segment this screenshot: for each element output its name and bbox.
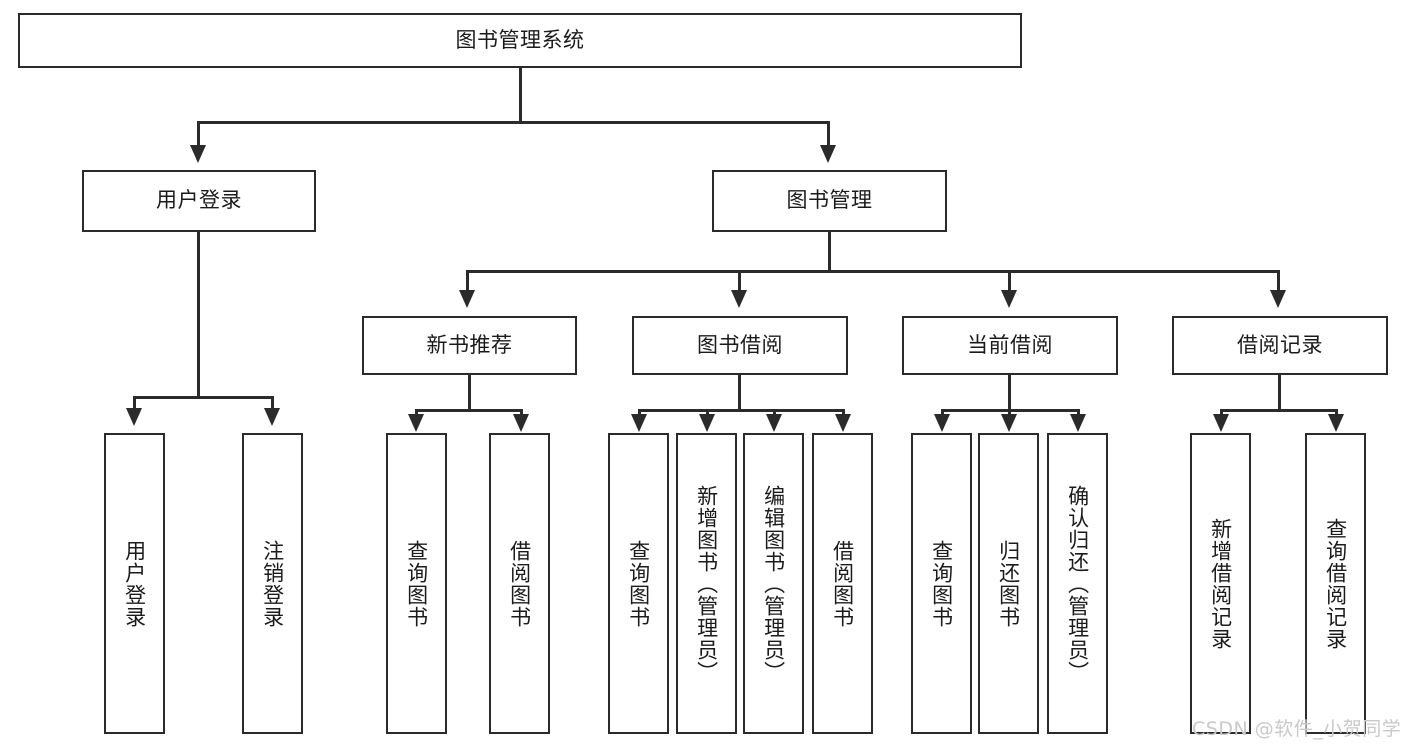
edge-drop-user-login <box>197 121 200 147</box>
csdn-watermark: CSDN @软件_小贺同学 <box>1192 718 1402 740</box>
edge-user-login-drop-2 <box>271 396 274 410</box>
leaf-logout[interactable]: 注销登录 <box>242 433 303 734</box>
edge-current-borrow-drop-1 <box>941 409 944 417</box>
edge-book-borrow-drop-2 <box>706 409 709 417</box>
node-label: 新书推荐 <box>426 332 513 357</box>
node-new-book-recommend[interactable]: 新书推荐 <box>362 316 577 375</box>
node-label: 借阅图书 <box>507 539 532 628</box>
edge-new-book-stem <box>468 375 471 411</box>
arrowhead-leaf-logout <box>264 408 280 426</box>
node-current-borrow[interactable]: 当前借阅 <box>902 316 1118 375</box>
edge-root-bus <box>197 121 830 124</box>
arrowhead-leaf-query-book-1 <box>408 414 424 432</box>
node-label: 查询图书 <box>404 539 429 628</box>
node-borrow-record[interactable]: 借阅记录 <box>1172 316 1388 375</box>
node-user-login[interactable]: 用户登录 <box>82 170 316 232</box>
edge-user-login-bus <box>133 396 274 399</box>
leaf-edit-book[interactable]: 编辑图书（管理员） <box>743 433 804 734</box>
node-book-manage[interactable]: 图书管理 <box>712 170 947 232</box>
arrowhead-leaf-add-record <box>1213 414 1229 432</box>
edge-current-borrow-stem <box>1008 375 1011 411</box>
node-label: 新增借阅记录 <box>1208 517 1233 650</box>
edge-new-book-drop-1 <box>415 409 418 417</box>
arrowhead-leaf-edit-book <box>766 414 782 432</box>
arrowhead-leaf-query-book-2 <box>631 414 647 432</box>
leaf-add-book[interactable]: 新增图书（管理员） <box>676 433 737 734</box>
arrowhead-leaf-user-login <box>126 408 142 426</box>
edge-book-manage-stem <box>828 232 831 272</box>
edge-current-borrow-drop-2 <box>1008 409 1011 417</box>
node-label: 归还图书 <box>996 539 1021 628</box>
node-label: 借阅图书 <box>830 539 855 628</box>
edge-book-borrow-stem <box>738 375 741 411</box>
node-label: 确认归还（管理员） <box>1065 484 1090 683</box>
edge-user-login-stem <box>197 232 200 398</box>
leaf-return-book[interactable]: 归还图书 <box>978 433 1039 734</box>
edge-root-stem <box>519 68 522 122</box>
edge-user-login-drop-1 <box>133 396 136 410</box>
leaf-query-borrow-record[interactable]: 查询借阅记录 <box>1305 433 1366 734</box>
arrowhead-user-login <box>190 145 206 163</box>
leaf-query-book-recommend[interactable]: 查询图书 <box>386 433 447 734</box>
node-book-borrow[interactable]: 图书借阅 <box>632 316 848 375</box>
edge-book-borrow-bus <box>638 409 845 412</box>
node-label: 当前借阅 <box>967 332 1053 357</box>
edge-borrow-record-bus <box>1220 409 1338 412</box>
node-label: 查询借阅记录 <box>1323 517 1348 650</box>
edge-borrow-record-drop-2 <box>1335 409 1338 417</box>
arrowhead-leaf-return-book <box>1001 414 1017 432</box>
arrowhead-book-manage <box>820 145 836 163</box>
node-label: 用户登录 <box>122 539 147 628</box>
edge-drop-book-manage <box>827 121 830 147</box>
leaf-confirm-return[interactable]: 确认归还（管理员） <box>1047 433 1108 734</box>
node-label: 查询图书 <box>929 539 954 628</box>
edge-drop-new-book <box>466 270 469 292</box>
node-label: 图书借阅 <box>697 332 783 357</box>
arrowhead-leaf-add-book <box>699 414 715 432</box>
leaf-query-book-borrow[interactable]: 查询图书 <box>608 433 669 734</box>
leaf-query-book-current[interactable]: 查询图书 <box>911 433 972 734</box>
edge-book-manage-bus <box>466 270 1280 273</box>
edge-drop-current-borrow <box>1008 270 1011 292</box>
arrowhead-leaf-query-record <box>1328 414 1344 432</box>
arrowhead-leaf-borrow-book-1 <box>513 414 529 432</box>
node-label: 注销登录 <box>260 539 285 628</box>
node-label: 借阅记录 <box>1237 332 1323 357</box>
edge-drop-borrow-record <box>1277 270 1280 292</box>
edge-borrow-record-stem <box>1278 375 1281 411</box>
arrowhead-book-borrow <box>731 290 747 308</box>
node-root-system[interactable]: 图书管理系统 <box>18 13 1022 68</box>
leaf-borrow-book[interactable]: 借阅图书 <box>812 433 873 734</box>
arrowhead-new-book <box>459 290 475 308</box>
node-label: 新增图书（管理员） <box>694 484 719 683</box>
edge-borrow-record-drop-1 <box>1220 409 1223 417</box>
node-label: 图书管理 <box>786 188 873 213</box>
arrowhead-leaf-query-book-3 <box>934 414 950 432</box>
node-label: 图书管理系统 <box>455 27 585 52</box>
leaf-add-borrow-record[interactable]: 新增借阅记录 <box>1190 433 1251 734</box>
node-label: 编辑图书（管理员） <box>761 484 786 683</box>
edge-book-borrow-drop-4 <box>842 409 845 417</box>
edge-current-borrow-drop-3 <box>1077 409 1080 417</box>
arrowhead-leaf-borrow-book-2 <box>835 414 851 432</box>
leaf-borrow-book-recommend[interactable]: 借阅图书 <box>489 433 550 734</box>
edge-new-book-drop-2 <box>520 409 523 417</box>
arrowhead-borrow-record <box>1270 290 1286 308</box>
edge-book-borrow-drop-3 <box>773 409 776 417</box>
node-label: 用户登录 <box>156 188 242 213</box>
arrowhead-leaf-confirm-return <box>1070 414 1086 432</box>
edge-new-book-bus <box>415 409 523 412</box>
edge-book-borrow-drop-1 <box>638 409 641 417</box>
node-label: 查询图书 <box>626 539 651 628</box>
arrowhead-current-borrow <box>1001 290 1017 308</box>
leaf-user-login[interactable]: 用户登录 <box>104 433 165 734</box>
edge-drop-book-borrow <box>738 270 741 292</box>
